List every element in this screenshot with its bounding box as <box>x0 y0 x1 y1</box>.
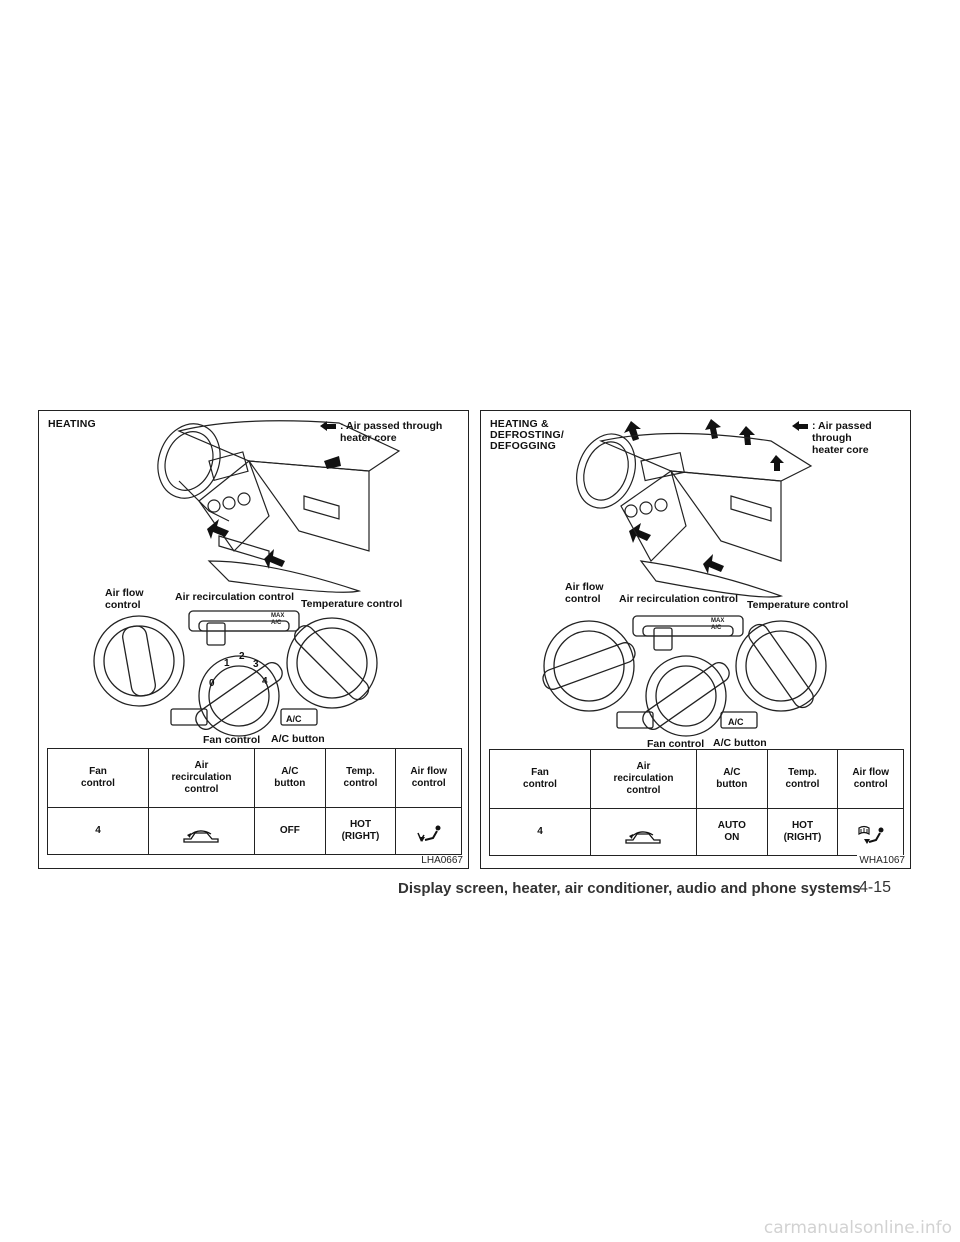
cell-ac: OFF <box>253 807 326 855</box>
cell-ac: AUTO ON <box>695 808 768 856</box>
air-recirculation-control-callout: Air recirculation control <box>175 591 295 603</box>
table-row: 4 AUTO ON HOT (RIGHT) <box>489 808 904 856</box>
heating-figure-panel: HEATING : Air passed through heater core <box>38 410 469 869</box>
temperature-control-callout: Temperature control <box>747 599 849 611</box>
section-title: Display screen, heater, air conditioner,… <box>398 880 861 897</box>
header-fan: Fan control <box>47 748 149 808</box>
cell-recirc <box>147 807 255 855</box>
figure-code: LHA0667 <box>419 855 465 866</box>
fan-control-callout: Fan control <box>203 734 261 746</box>
cell-recirc <box>589 808 697 856</box>
ac-button-label: A/C <box>286 714 302 724</box>
dashboard-illustration: MAX A/C A/C 01 234 <box>93 420 401 737</box>
cell-fan: 4 <box>489 808 591 856</box>
header-temp: Temp. control <box>766 749 839 809</box>
cell-airflow <box>395 807 462 855</box>
cell-temp: HOT (RIGHT) <box>324 807 397 855</box>
defrost-foot-icon <box>858 825 884 844</box>
svg-text:0: 0 <box>209 678 215 689</box>
page-number: 4-15 <box>859 879 892 896</box>
header-airflow: Air flow control <box>837 749 904 809</box>
header-ac: A/C button <box>695 749 768 809</box>
foot-vent-icon <box>416 825 441 842</box>
svg-text:1: 1 <box>224 658 230 669</box>
panel-title: HEATING & DEFROSTING/ DEFOGGING <box>490 418 564 452</box>
cell-airflow <box>837 808 904 856</box>
max-ac-label: MAX <box>711 618 724 624</box>
ac-button-label: A/C <box>728 717 744 727</box>
header-recirc: Air recirculation control <box>589 749 697 809</box>
settings-table: Fan control Air recirculation control A/… <box>47 748 462 855</box>
legend-text: : Air passed through heater core <box>812 420 872 456</box>
cell-fan: 4 <box>47 807 149 855</box>
header-fan: Fan control <box>489 749 591 809</box>
settings-table: Fan control Air recirculation control A/… <box>489 749 904 856</box>
car-recirculation-icon <box>625 831 662 844</box>
temperature-control-callout: Temperature control <box>301 598 403 610</box>
legend: : Air passed through heater core <box>791 420 872 456</box>
svg-text:4: 4 <box>262 676 268 687</box>
fan-scale: 01 234 <box>209 651 268 689</box>
ac-button-callout: A/C button <box>271 733 325 745</box>
table-header-row: Fan control Air recirculation control A/… <box>47 748 462 808</box>
table-row: 4 OFF HOT (RIGHT) <box>47 807 462 855</box>
airflow-arrow-icon <box>320 421 336 431</box>
svg-text:2: 2 <box>239 651 245 662</box>
header-temp: Temp. control <box>324 748 397 808</box>
table-header-row: Fan control Air recirculation control A/… <box>489 749 904 809</box>
max-ac-label: MAX <box>271 613 284 619</box>
car-recirculation-icon <box>183 830 220 843</box>
header-recirc: Air recirculation control <box>147 748 255 808</box>
header-airflow: Air flow control <box>395 748 462 808</box>
legend-text: : Air passed through heater core <box>340 420 443 444</box>
heating-defrosting-figure-panel: HEATING & DEFROSTING/ DEFOGGING : Air pa… <box>480 410 911 869</box>
airflow-arrow-icon <box>792 421 808 431</box>
watermark: carmanualsonline.info <box>763 1218 952 1238</box>
cell-temp: HOT (RIGHT) <box>766 808 839 856</box>
svg-text:3: 3 <box>253 659 259 670</box>
header-ac: A/C button <box>253 748 326 808</box>
svg-text:A/C: A/C <box>711 625 722 631</box>
figure-code: WHA1067 <box>857 855 907 866</box>
panel-title: HEATING <box>48 418 96 430</box>
legend: : Air passed through heater core <box>319 420 442 444</box>
air-flow-control-callout: Air flow control <box>105 587 144 611</box>
air-flow-control-callout: Air flow control <box>565 581 604 605</box>
dashboard-illustration: MAX A/C A/C <box>542 419 827 737</box>
svg-text:A/C: A/C <box>271 620 282 626</box>
air-recirculation-control-callout: Air recirculation control <box>619 593 739 605</box>
ac-button-callout: A/C button <box>713 737 767 749</box>
fan-control-callout: Fan control <box>647 738 705 750</box>
